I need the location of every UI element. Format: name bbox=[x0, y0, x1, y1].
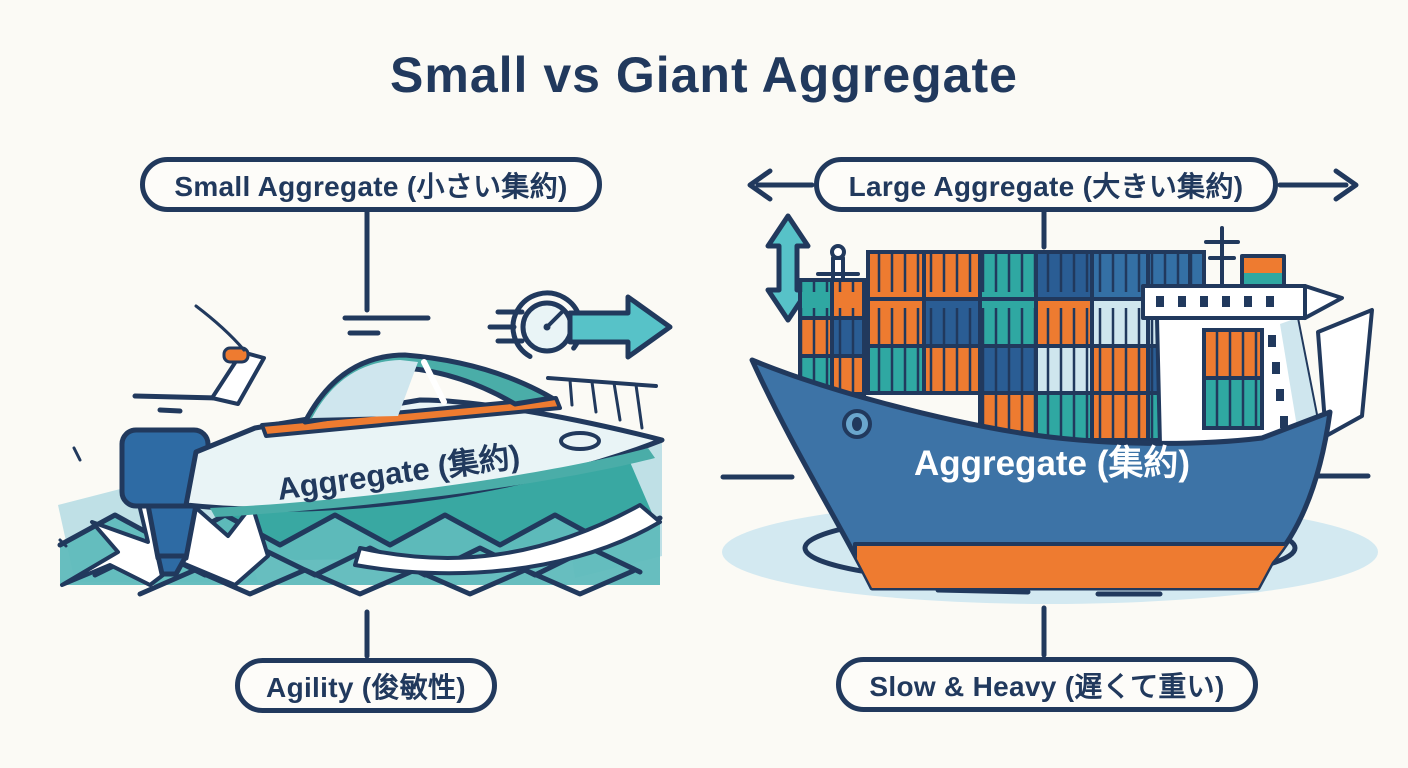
windshield-mullion bbox=[421, 359, 447, 405]
ship-name-text: Aggregate (集約) bbox=[914, 444, 1190, 483]
label-small-aggregate-text: Small Aggregate (小さい集約) bbox=[174, 170, 568, 202]
page-title: Small vs Giant Aggregate bbox=[390, 47, 1018, 103]
label-agility: Agility (俊敏性) bbox=[235, 658, 497, 713]
bridge-windows bbox=[1156, 296, 1288, 428]
coaming-stripe bbox=[260, 396, 562, 438]
antenna bbox=[194, 304, 246, 352]
container-stack bbox=[798, 250, 1206, 442]
label-slow-heavy-text: Slow & Heavy (遅くて重い) bbox=[869, 670, 1225, 702]
connector-lines bbox=[364, 209, 1047, 659]
hull-orange-band bbox=[853, 542, 1292, 588]
label-large-aggregate-text: Large Aggregate (大きい集約) bbox=[848, 170, 1244, 202]
speedboat-illustration: Aggregate (集約) bbox=[57, 304, 665, 597]
label-agility-text: Agility (俊敏性) bbox=[266, 671, 466, 703]
porthole bbox=[559, 431, 601, 451]
horizontal-double-arrows-icon bbox=[747, 168, 1359, 202]
hull-teal-accent bbox=[210, 448, 655, 517]
speedometer-icon bbox=[487, 290, 584, 364]
nav-light bbox=[222, 346, 250, 364]
funnel-orange-band bbox=[1244, 258, 1282, 273]
container-ship-illustration: Aggregate (集約) bbox=[720, 226, 1378, 604]
label-large-aggregate: Large Aggregate (大きい集約) bbox=[814, 157, 1278, 212]
label-slow-heavy: Slow & Heavy (遅くて重い) bbox=[836, 657, 1258, 712]
stern-structure bbox=[1316, 308, 1374, 438]
radar-arch bbox=[194, 304, 266, 406]
droplet bbox=[58, 538, 68, 548]
hawse-eye-pupil bbox=[852, 417, 862, 431]
bow-railing bbox=[546, 376, 658, 430]
superstructure bbox=[1141, 226, 1374, 447]
bridge-wing bbox=[1303, 284, 1344, 320]
bridge-tower-shade bbox=[1280, 318, 1322, 445]
label-small-aggregate: Small Aggregate (小さい集約) bbox=[140, 157, 602, 212]
stern-containers bbox=[1202, 328, 1264, 430]
speed-arrow-icon bbox=[567, 294, 673, 360]
speed-dashes bbox=[132, 315, 431, 414]
bridge-masts bbox=[1188, 226, 1240, 290]
wake bbox=[353, 503, 662, 576]
ship-hull: Aggregate (集約) bbox=[749, 357, 1333, 591]
windshield bbox=[302, 352, 555, 425]
droplet bbox=[72, 446, 82, 462]
windshield-highlight bbox=[312, 360, 418, 418]
